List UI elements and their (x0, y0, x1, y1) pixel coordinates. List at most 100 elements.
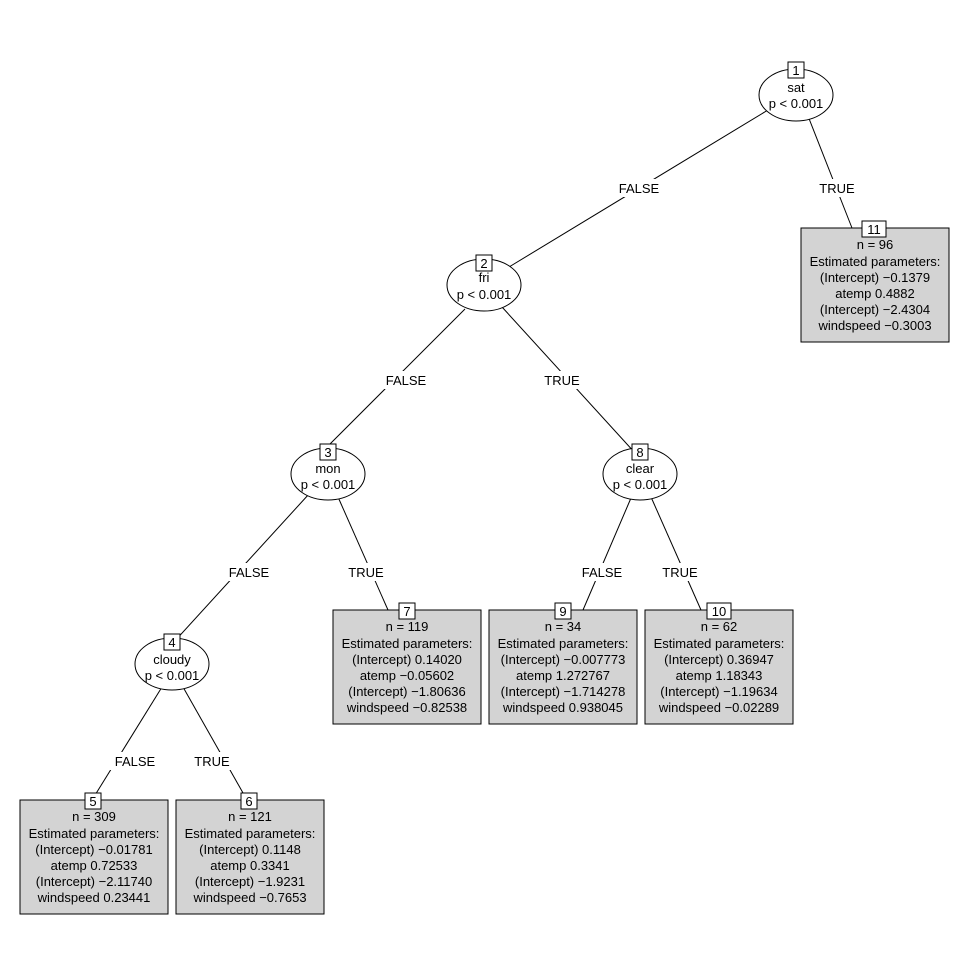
leaf-node-10: 10 n = 62 Estimated parameters: (Interce… (644, 602, 794, 725)
edge-label-3-7: TRUE (348, 565, 384, 580)
leaf-n: n = 34 (545, 619, 582, 634)
leaf-header: Estimated parameters: (654, 636, 785, 651)
leaf-box (800, 227, 950, 343)
edge-label-2-8: TRUE (544, 373, 580, 388)
leaf-param: (Intercept) −1.714278 (501, 684, 626, 699)
leaf-param: atemp 0.3341 (210, 858, 290, 873)
leaf-param: (Intercept) 0.36947 (664, 652, 774, 667)
leaf-param: (Intercept) 0.14020 (352, 652, 462, 667)
edge-4-6 (182, 686, 248, 801)
leaf-box (332, 609, 482, 725)
edge-label-2-3: FALSE (386, 373, 427, 388)
node-id: 6 (245, 794, 252, 809)
leaf-header: Estimated parameters: (29, 826, 160, 841)
node-variable: cloudy (153, 652, 191, 667)
leaf-param: atemp 1.272767 (516, 668, 610, 683)
inner-node-4: 4 cloudy p < 0.001 (134, 633, 210, 691)
node-id: 11 (867, 222, 881, 237)
leaf-param: atemp 1.18343 (676, 668, 763, 683)
leaf-param: (Intercept) −2.4304 (820, 302, 930, 317)
inner-node-8: 8 clear p < 0.001 (602, 443, 678, 501)
leaf-param: windspeed 0.938045 (502, 700, 623, 715)
inner-node-1: 1 sat p < 0.001 (758, 61, 834, 122)
leaf-n: n = 62 (701, 619, 738, 634)
leaf-n: n = 119 (386, 619, 429, 634)
node-variable: fri (479, 270, 490, 285)
node-p-value: p < 0.001 (301, 477, 356, 492)
node-id: 4 (168, 635, 175, 650)
node-id: 2 (480, 256, 487, 271)
leaf-param: windspeed −0.02289 (658, 700, 779, 715)
edge-label-8-10: TRUE (662, 565, 698, 580)
node-variable: sat (787, 80, 805, 95)
node-id-box (554, 602, 572, 620)
node-variable: mon (315, 461, 340, 476)
node-id: 3 (324, 445, 331, 460)
leaf-param: (Intercept) −0.1379 (820, 270, 930, 285)
node-variable: clear (626, 461, 655, 476)
leaf-header: Estimated parameters: (810, 254, 941, 269)
leaf-node-7: 7 n = 119 Estimated parameters: (Interce… (332, 602, 482, 725)
leaf-node-11: 11 n = 96 Estimated parameters: (Interce… (800, 220, 950, 343)
node-p-value: p < 0.001 (769, 96, 824, 111)
leaf-node-6: 6 n = 121 Estimated parameters: (Interce… (175, 792, 325, 915)
leaf-box (175, 799, 325, 915)
edge-label-4-6: TRUE (194, 754, 230, 769)
leaf-param: atemp 0.4882 (835, 286, 915, 301)
leaf-param: (Intercept) −0.007773 (501, 652, 626, 667)
edge-4-5 (91, 686, 163, 801)
leaf-param: (Intercept) −1.80636 (348, 684, 465, 699)
node-id-box (240, 792, 258, 810)
leaf-param: atemp −0.05602 (360, 668, 454, 683)
node-id-box (319, 443, 337, 461)
inner-node-2: 2 fri p < 0.001 (446, 254, 522, 312)
edge-8-10 (650, 496, 702, 611)
leaf-param: windspeed −0.3003 (817, 318, 931, 333)
leaf-param: (Intercept) −1.9231 (195, 874, 305, 889)
leaf-box (644, 609, 794, 725)
node-id: 10 (712, 604, 726, 619)
inner-node-3: 3 mon p < 0.001 (290, 443, 366, 501)
node-id-box (631, 443, 649, 461)
leaf-header: Estimated parameters: (342, 636, 473, 651)
node-p-value: p < 0.001 (145, 668, 200, 683)
node-id-box (163, 633, 181, 651)
node-p-value: p < 0.001 (457, 287, 512, 302)
leaf-param: windspeed 0.23441 (37, 890, 151, 905)
leaf-n: n = 121 (228, 809, 272, 824)
edge-8-9 (582, 497, 632, 611)
leaf-param: (Intercept) −2.11740 (36, 874, 152, 889)
node-id: 7 (403, 604, 410, 619)
edge-label-1-11: TRUE (819, 181, 855, 196)
node-id-box (398, 602, 416, 620)
edge-label-3-4: FALSE (229, 565, 270, 580)
node-id: 9 (559, 604, 566, 619)
node-id: 1 (792, 63, 799, 78)
node-id-box (787, 61, 805, 79)
leaf-node-9: 9 n = 34 Estimated parameters: (Intercep… (488, 602, 638, 725)
node-id-box (706, 602, 732, 620)
node-id-box (84, 792, 102, 810)
leaf-param: windspeed −0.82538 (346, 700, 467, 715)
leaf-node-5: 5 n = 309 Estimated parameters: (Interce… (19, 792, 169, 915)
edge-label-1-2: FALSE (619, 181, 660, 196)
leaf-n: n = 309 (72, 809, 116, 824)
leaf-param: atemp 0.72533 (51, 858, 138, 873)
node-id-box (861, 220, 887, 238)
leaf-header: Estimated parameters: (498, 636, 629, 651)
node-id-box (475, 254, 493, 272)
leaf-param: (Intercept) −0.01781 (35, 842, 152, 857)
leaf-param: (Intercept) 0.1148 (199, 842, 301, 857)
node-p-value: p < 0.001 (613, 477, 668, 492)
node-id: 8 (636, 445, 643, 460)
leaf-box (19, 799, 169, 915)
edge-labels: FALSE TRUE FALSE TRUE FALSE TRUE FALSE T… (108, 179, 859, 770)
leaf-param: windspeed −0.7653 (192, 890, 306, 905)
leaf-n: n = 96 (857, 237, 894, 252)
edge-label-8-9: FALSE (582, 565, 623, 580)
edge-3-7 (337, 496, 389, 611)
leaf-header: Estimated parameters: (185, 826, 316, 841)
leaf-param: (Intercept) −1.19634 (660, 684, 777, 699)
edge-1-11 (807, 115, 853, 229)
